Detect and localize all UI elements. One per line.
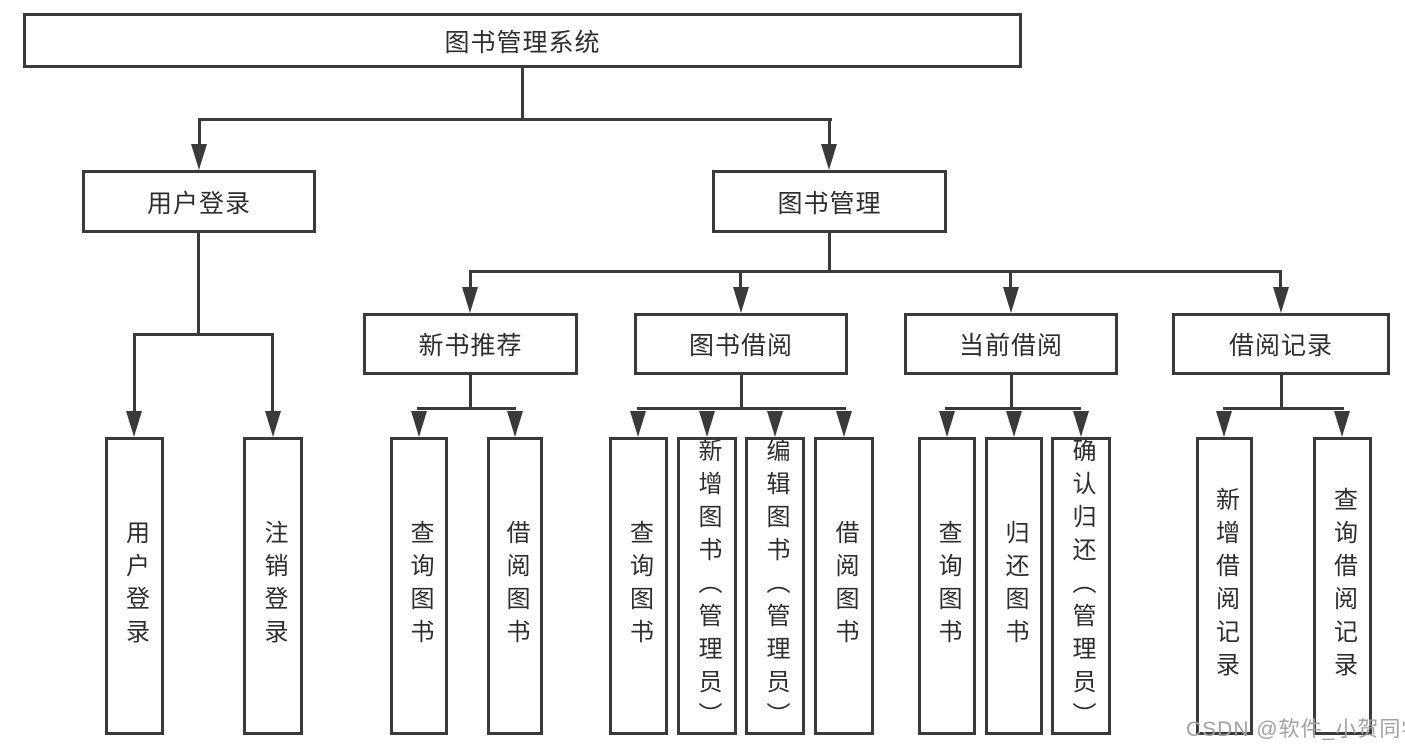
node-book-mgmt: 图书管理	[712, 170, 947, 233]
edge-drop-leaf-user-login	[133, 335, 136, 413]
leaf-records-query-label: 查询借阅记录	[1329, 487, 1357, 685]
edge-drop-borrow-records	[1279, 272, 1282, 289]
edge-drop-current-borrow	[1009, 272, 1012, 289]
leaf-borrow-borrow-label: 借阅图书	[831, 520, 858, 652]
edge-current-borrow-splitter	[945, 407, 1081, 410]
arrow-head-bb-query	[630, 411, 646, 437]
leaf-newbooks-borrow-label: 借阅图书	[502, 520, 529, 652]
node-root: 图书管理系统	[23, 13, 1022, 68]
arrow-head-nb-borrow	[507, 411, 523, 437]
arrow-head-bb-borrow	[836, 411, 852, 437]
leaf-borrow-add-label: 新增图书（管理员）	[694, 437, 721, 735]
leaf-logout: 注销登录	[243, 437, 303, 735]
leaf-current-query: 查询图书	[918, 437, 976, 735]
csdn-watermark: CSDN @软件_小贺同学	[1186, 718, 1405, 741]
leaf-borrow-edit-label: 编辑图书（管理员）	[762, 437, 789, 735]
edge-new-books-stem	[469, 375, 472, 409]
node-borrow-records: 借阅记录	[1172, 313, 1390, 375]
leaf-records-add: 新增借阅记录	[1196, 437, 1253, 735]
leaf-borrow-borrow: 借阅图书	[814, 437, 874, 735]
edge-drop-book-borrow	[739, 272, 742, 289]
leaf-newbooks-query-label: 查询图书	[406, 520, 433, 652]
arrow-head-bb-edit	[767, 411, 783, 437]
leaf-records-query: 查询借阅记录	[1313, 437, 1372, 735]
leaf-current-confirm-label: 确认归还（管理员）	[1068, 437, 1095, 735]
leaf-current-return-label: 归还图书	[1001, 520, 1028, 652]
arrow-head-user-login	[191, 144, 207, 170]
edge-user-login-stem	[197, 233, 200, 335]
node-user-login-label: 用户登录	[146, 189, 251, 218]
edge-book-borrow-splitter	[637, 407, 846, 410]
leaf-borrow-query: 查询图书	[609, 437, 668, 735]
edge-drop-user-login	[198, 118, 201, 148]
leaf-newbooks-query: 查询图书	[390, 437, 448, 735]
edge-book-mgmt-stem	[828, 233, 831, 272]
leaf-user-login: 用户登录	[105, 437, 164, 735]
arrow-head-nb-query	[411, 411, 427, 437]
arrow-head-cb-return	[1006, 411, 1022, 437]
arrow-head-br-query	[1334, 411, 1350, 437]
edge-book-borrow-stem	[740, 375, 743, 409]
node-current-borrow: 当前借阅	[904, 313, 1118, 375]
arrow-head-leaf-logout	[265, 411, 281, 437]
node-current-borrow-label: 当前借阅	[958, 332, 1063, 360]
arrow-head-current-borrow	[1003, 287, 1019, 313]
edge-drop-leaf-logout	[271, 335, 274, 413]
leaf-current-confirm: 确认归还（管理员）	[1051, 437, 1111, 735]
edge-l1-splitter	[198, 118, 832, 121]
node-new-books: 新书推荐	[363, 313, 578, 375]
edge-new-books-splitter	[417, 407, 516, 410]
edge-borrow-records-splitter	[1223, 407, 1344, 410]
node-book-borrow: 图书借阅	[634, 313, 848, 375]
leaf-borrow-edit: 编辑图书（管理员）	[745, 437, 805, 735]
leaf-logout-label: 注销登录	[260, 520, 287, 652]
arrow-head-new-books	[462, 287, 478, 313]
edge-root-stem	[521, 68, 524, 120]
edge-drop-book-mgmt	[828, 118, 831, 148]
node-new-books-label: 新书推荐	[418, 332, 523, 360]
arrow-head-leaf-user-login	[126, 411, 142, 437]
edge-user-login-splitter	[133, 333, 274, 336]
edge-l3-splitter	[469, 270, 1282, 273]
leaf-user-login-label: 用户登录	[121, 520, 149, 652]
node-root-label: 图书管理系统	[444, 28, 601, 57]
arrow-head-book-borrow	[733, 287, 749, 313]
leaf-current-return: 归还图书	[985, 437, 1043, 735]
arrow-head-br-add	[1216, 411, 1232, 437]
node-user-login: 用户登录	[82, 170, 316, 233]
arrow-head-bb-add	[699, 411, 715, 437]
leaf-borrow-query-label: 查询图书	[625, 520, 653, 652]
arrow-head-cb-confirm	[1073, 411, 1089, 437]
node-book-mgmt-label: 图书管理	[777, 189, 882, 218]
arrow-head-book-mgmt	[821, 144, 837, 170]
leaf-current-query-label: 查询图书	[934, 520, 961, 652]
leaf-records-add-label: 新增借阅记录	[1211, 487, 1239, 685]
edge-drop-new-books	[469, 272, 472, 289]
edge-current-borrow-stem	[1010, 375, 1013, 409]
node-book-borrow-label: 图书借阅	[688, 332, 793, 360]
leaf-newbooks-borrow: 借阅图书	[487, 437, 543, 735]
arrow-head-cb-query	[939, 411, 955, 437]
arrow-head-borrow-records	[1273, 287, 1289, 313]
edge-borrow-records-stem	[1280, 375, 1283, 409]
node-borrow-records-label: 借阅记录	[1228, 332, 1333, 360]
leaf-borrow-add: 新增图书（管理员）	[677, 437, 737, 735]
